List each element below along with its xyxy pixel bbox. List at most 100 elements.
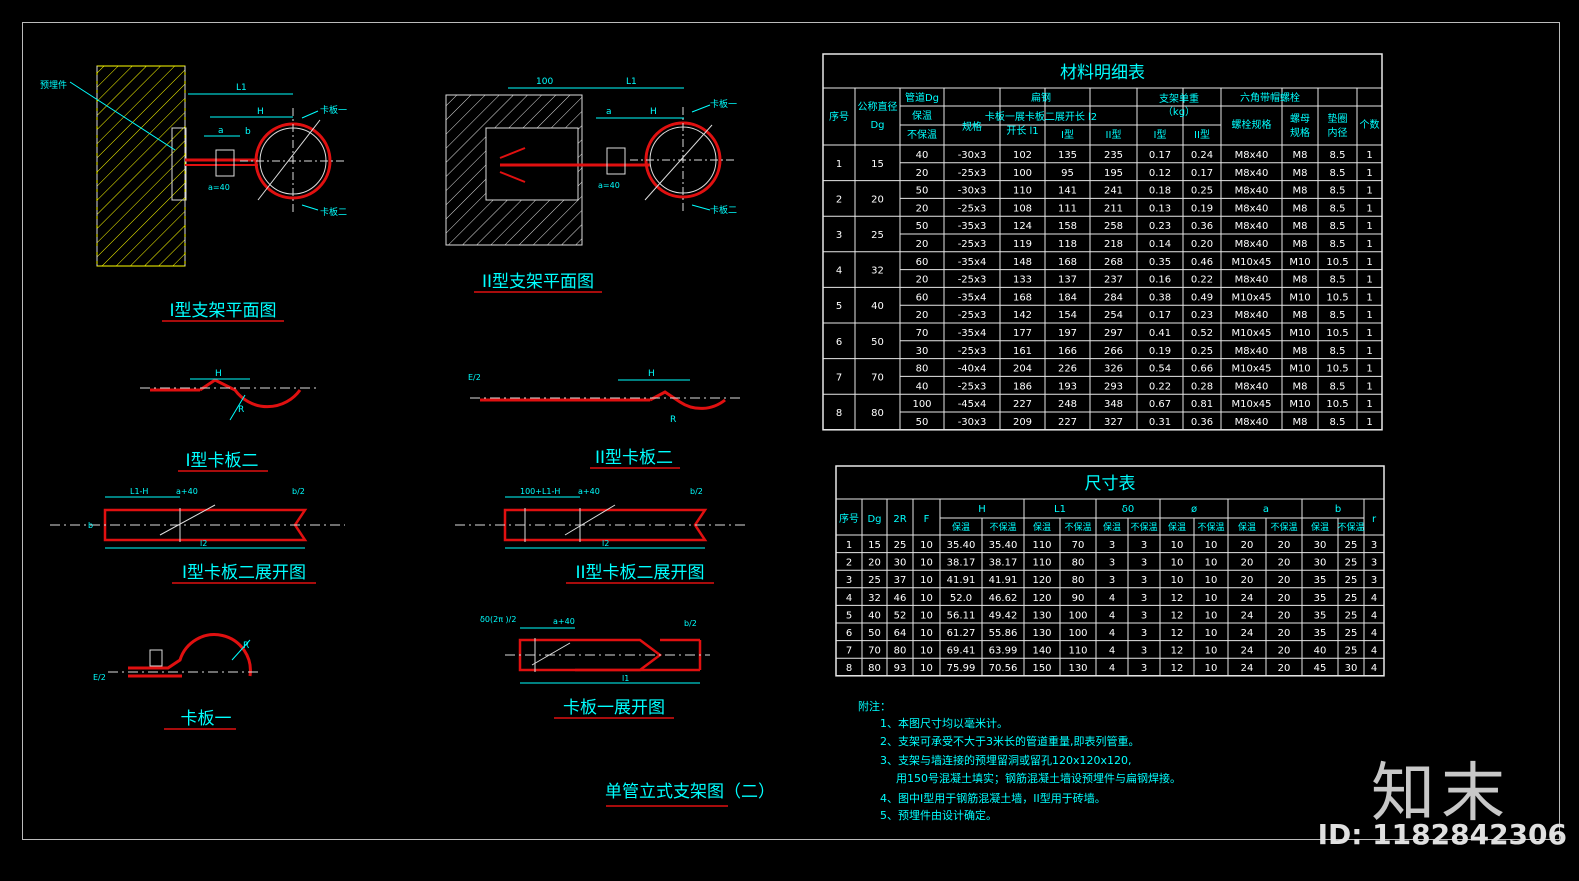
table-cell: 227: [1013, 399, 1032, 410]
table-cell: 1: [1366, 221, 1372, 232]
view-title-type1-clamp2: I型卡板二: [185, 451, 258, 471]
table-cell: 218: [1104, 239, 1123, 250]
table-cell: 137: [1058, 275, 1077, 286]
header-cell: 保温: [952, 521, 970, 533]
table-cell: 10: [1205, 575, 1218, 586]
table-cell: 0.41: [1149, 328, 1171, 339]
table-cell: M8x40: [1235, 186, 1269, 197]
table-cell: 1: [1366, 186, 1372, 197]
table-cell: 110: [1032, 540, 1051, 551]
table-cell: 10: [1205, 628, 1218, 639]
table-cell: 211: [1104, 203, 1123, 214]
view-type2-clamp2-unfold: 100+L1-H a+40 b/2 l2 II型卡板二展开图: [455, 487, 745, 584]
table-cell: 0.81: [1191, 399, 1213, 410]
table-cell: 1: [1366, 346, 1372, 357]
table-cell: 60: [916, 292, 929, 303]
table-cell: 20: [1278, 558, 1291, 569]
label-a40: a=40: [598, 181, 620, 190]
table-cell: 24: [1241, 663, 1254, 674]
notes-heading: 附注：: [858, 699, 891, 713]
table-cell: 1: [1366, 292, 1372, 303]
label-H: H: [650, 107, 657, 117]
table-cell: 10: [1205, 663, 1218, 674]
header-cell: II型: [1194, 128, 1210, 141]
header-cell: 保温: [1311, 521, 1329, 533]
label-a: a: [606, 107, 612, 117]
table-cell: 35: [1314, 593, 1327, 604]
table-cell: -25x3: [958, 275, 987, 286]
table-cell: 0.35: [1149, 257, 1171, 268]
header-cell: 规格: [1290, 126, 1310, 139]
table-cell: 8.5: [1330, 275, 1346, 286]
table-cell: M10x45: [1232, 399, 1272, 410]
table-cell: M8x40: [1235, 168, 1269, 179]
table-cell: 1: [1366, 399, 1372, 410]
table-cell: 8.5: [1330, 186, 1346, 197]
table-cell: -25x3: [958, 239, 987, 250]
table-cell: 10: [1171, 558, 1184, 569]
table-cell: 25: [868, 575, 881, 586]
table-cell: M8x40: [1235, 346, 1269, 357]
header-cell: 2R: [893, 514, 906, 525]
table-cell: 0.28: [1191, 381, 1213, 392]
table-cell: 10: [1205, 558, 1218, 569]
table-cell: 0.17: [1149, 310, 1171, 321]
table-cell: 1: [1366, 381, 1372, 392]
note-line: 5、预埋件由设计确定。: [880, 808, 997, 822]
table-cell: M10x45: [1232, 292, 1272, 303]
table-cell: 2: [836, 194, 842, 205]
note-line: 2、支架可承受不大于3米长的管道重量,即表列管重。: [880, 734, 1140, 748]
table-cell: 1: [1366, 150, 1372, 161]
table-cell: 10: [1205, 646, 1218, 657]
table-cell: 95: [1061, 168, 1074, 179]
table-cell: 20: [871, 194, 884, 205]
label-R: R: [670, 415, 676, 425]
table-cell: M8: [1293, 275, 1308, 286]
table-cell: 10: [920, 558, 933, 569]
header-cell: 规格: [962, 120, 982, 133]
table-cell: 3: [1109, 540, 1115, 551]
header-cell: 垫圈: [1328, 112, 1348, 125]
table-cell: 3: [1141, 610, 1147, 621]
header-cell: H: [978, 504, 986, 515]
table-cell: 120: [1032, 593, 1051, 604]
table-cell: 209: [1013, 417, 1032, 428]
table-cell: 24: [1241, 628, 1254, 639]
table-cell: 20: [1241, 575, 1254, 586]
table-cell: 142: [1013, 310, 1032, 321]
table-cell: 168: [1013, 292, 1032, 303]
label-a: a: [218, 126, 224, 136]
label-b2: b/2: [690, 487, 703, 496]
header-cell: 不保温: [1197, 521, 1224, 533]
table-cell: 25: [1345, 646, 1358, 657]
table-cell: 8.5: [1330, 381, 1346, 392]
label-top: δ0(2π )/2: [480, 615, 516, 624]
label-E2: E/2: [468, 373, 481, 382]
table-cell: 10: [1205, 593, 1218, 604]
table-cell: 61.27: [947, 628, 976, 639]
header-cell: L1: [1054, 504, 1066, 515]
table-cell: 110: [1032, 558, 1051, 569]
table-cell: 3: [1141, 663, 1147, 674]
table-cell: 20: [916, 168, 929, 179]
label-clamp2: 卡板二: [320, 206, 347, 218]
label-H: H: [648, 369, 655, 379]
table-cell: 40: [1314, 646, 1327, 657]
table-cell: 7: [836, 372, 842, 383]
table-cell: 63.99: [989, 646, 1018, 657]
table-cell: 10: [920, 575, 933, 586]
table-cell: 0.23: [1191, 310, 1213, 321]
table-cell: 0.22: [1191, 275, 1213, 286]
table-cell: 184: [1058, 292, 1077, 303]
table-cell: 241: [1104, 186, 1123, 197]
table-cell: 49.42: [989, 610, 1018, 621]
table-cell: 80: [871, 408, 884, 419]
view-title-clamp1-unfold: 卡板一展开图: [563, 698, 665, 718]
table-cell: 1: [1366, 328, 1372, 339]
label-l1: l1: [622, 674, 629, 683]
table-cell: 24: [1241, 646, 1254, 657]
table-cell: 10: [920, 646, 933, 657]
table-cell: 4: [846, 593, 852, 604]
table-cell: 4: [1371, 610, 1377, 621]
